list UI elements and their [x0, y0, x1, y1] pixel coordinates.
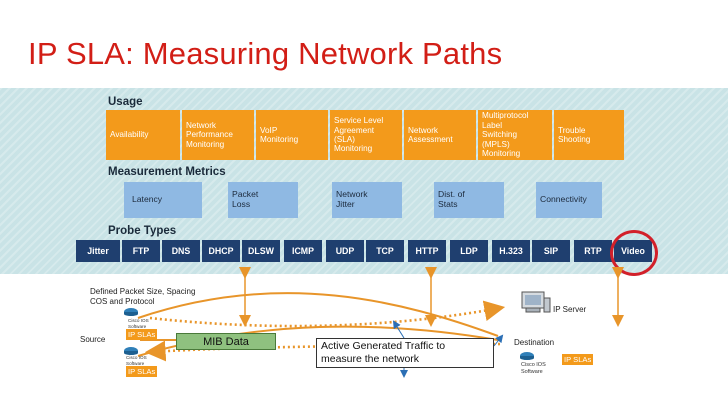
source-label: Source — [80, 335, 106, 344]
metrics-label: Measurement Metrics — [108, 166, 226, 178]
return-path-to-server — [149, 300, 506, 328]
metric-connectivity: Connectivity — [536, 182, 602, 218]
usage-availability: Availability — [106, 110, 180, 160]
probe-dlsw: DLSW — [242, 240, 280, 262]
source-ipsla-badge-2: IP SLAs — [126, 366, 158, 377]
source-router-icon-2 — [124, 347, 138, 355]
mib-data-box: MIB Data — [176, 333, 276, 350]
probe-h323: H.323 — [492, 240, 530, 262]
probes-label: Probe Types — [108, 225, 177, 237]
destination-router-icon — [520, 352, 534, 360]
destination-label: Destination — [514, 338, 555, 347]
probe-ldp: LDP — [450, 240, 488, 262]
probe-sip: SIP — [532, 240, 570, 262]
destination-ipsla-badge: IP SLAs — [562, 354, 594, 365]
probe-http: HTTP — [408, 240, 446, 262]
pointer-line-3 — [493, 334, 504, 347]
metric-latency: Latency — [124, 182, 202, 218]
video-highlight-circle — [610, 230, 658, 276]
probe-path-upper — [137, 292, 499, 337]
probe-dhcp: DHCP — [202, 240, 240, 262]
usage-label: Usage — [108, 96, 143, 108]
server-icon — [521, 291, 551, 313]
source-router-icon — [124, 308, 138, 316]
probe-udp: UDP — [326, 240, 364, 262]
probe-icmp: ICMP — [284, 240, 322, 262]
source-ipsla-badge-1: IP SLAs — [126, 329, 158, 340]
probe-ftp: FTP — [122, 240, 160, 262]
page-title: IP SLA: Measuring Network Paths — [28, 36, 503, 71]
probe-tcp: TCP — [366, 240, 404, 262]
probe-dns: DNS — [162, 240, 200, 262]
probe-jitter: Jitter — [76, 240, 120, 262]
pointer-line-1 — [392, 320, 405, 339]
ip-server-label: IP Server — [553, 305, 587, 314]
probe-rtp: RTP — [574, 240, 612, 262]
